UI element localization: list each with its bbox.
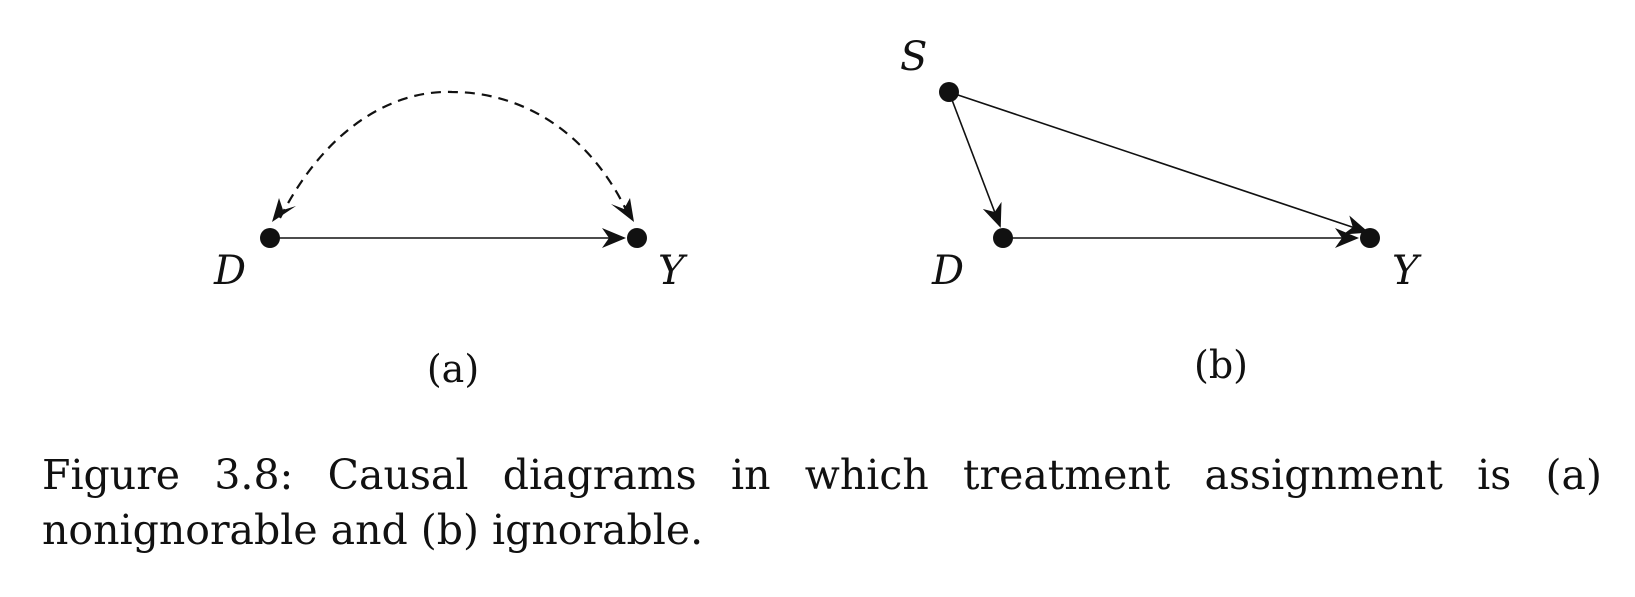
panel-a-edge-dashed-d-y (279, 90, 632, 219)
panel-b-edge-s-d (948, 91, 1002, 228)
panel-b-node-y (1360, 228, 1380, 248)
panel-a-label-y: Y (658, 248, 688, 294)
panel-b-label-d: D (931, 248, 964, 294)
panel-b-node-d (993, 228, 1013, 248)
figure-number: Figure 3.8: (42, 451, 294, 499)
panel-b-label: (b) (1194, 343, 1248, 387)
panel-b-label-s: S (900, 34, 927, 80)
panel-a-label: (a) (427, 347, 479, 391)
panel-b-edge-s-y (948, 91, 1369, 235)
panel-a: D Y (a) (213, 90, 688, 391)
figure-caption-text: Causal diagrams in which treatment assig… (42, 451, 1602, 554)
panel-a-label-d: D (213, 248, 246, 294)
panel-b-label-y: Y (1392, 248, 1422, 294)
panel-a-node-d (260, 228, 280, 248)
panel-b-node-s (939, 82, 959, 102)
panel-b: S D Y (b) (900, 34, 1422, 387)
figure-caption: Figure 3.8: Causal diagrams in which tre… (42, 448, 1602, 558)
panel-a-node-y (627, 228, 647, 248)
panel-a-dashed-arrowhead-y (611, 198, 634, 222)
causal-diagrams-figure: D Y (a) S D Y (b) (213, 34, 1422, 391)
panel-a-dashed-arrowhead-d (272, 198, 296, 222)
